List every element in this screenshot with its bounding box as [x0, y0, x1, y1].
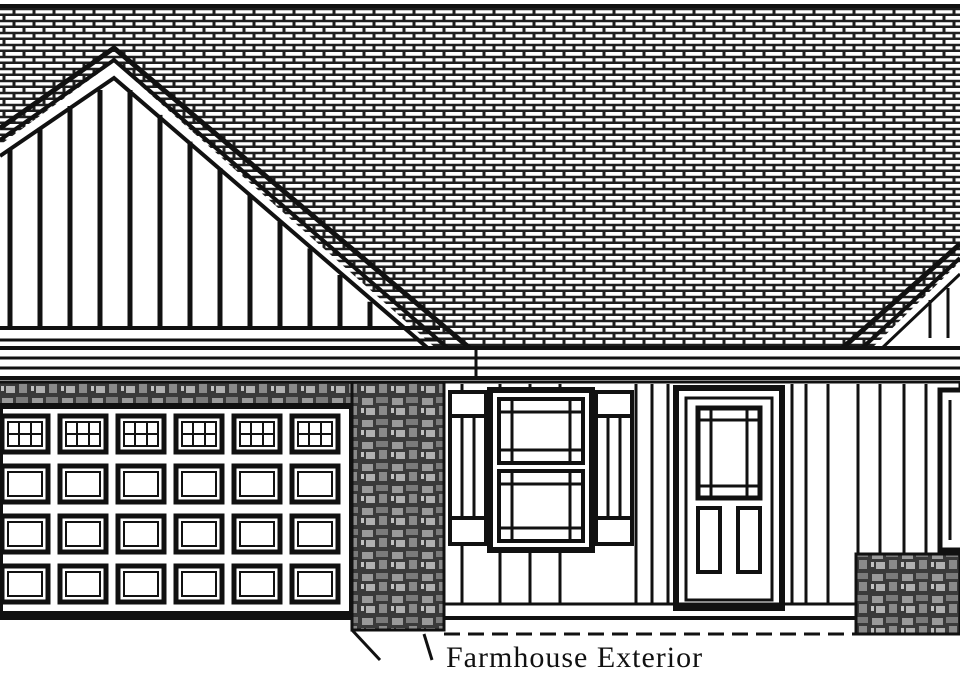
left-gable [0, 44, 474, 352]
gable-battens [7, 90, 373, 326]
garage-door [0, 403, 355, 617]
garage-panel-inset [239, 571, 275, 597]
garage-panel-inset [181, 521, 217, 547]
front-door [673, 385, 785, 611]
garage-panel-inset [65, 471, 101, 497]
right-window-edge [937, 387, 960, 553]
garage-panel-inset [239, 471, 275, 497]
garage-panel-inset [181, 571, 217, 597]
eave-fascia [0, 346, 960, 382]
stone-pier [350, 380, 446, 632]
garage-panel-inset [239, 521, 275, 547]
garage-panel-inset [65, 571, 101, 597]
garage-panel-inset [7, 571, 43, 597]
garage-panel-inset [65, 521, 101, 547]
garage-panel-inset [7, 471, 43, 497]
garage-panel-inset [123, 571, 159, 597]
front-window [487, 387, 595, 553]
stone-base-right [854, 552, 960, 636]
garage-panel-inset [297, 521, 333, 547]
garage-panel-inset [181, 471, 217, 497]
drawing-caption: Farmhouse Exterior [446, 641, 704, 674]
garage-panel-inset [297, 571, 333, 597]
garage-door-panels [0, 413, 341, 605]
garage-panel-inset [123, 521, 159, 547]
right-shutter [594, 390, 634, 546]
foundation [0, 602, 960, 662]
right-gable [836, 242, 960, 354]
garage-panel-inset [297, 471, 333, 497]
garage-panel-inset [123, 471, 159, 497]
left-shutter [448, 390, 488, 546]
garage-panel-inset [7, 521, 43, 547]
